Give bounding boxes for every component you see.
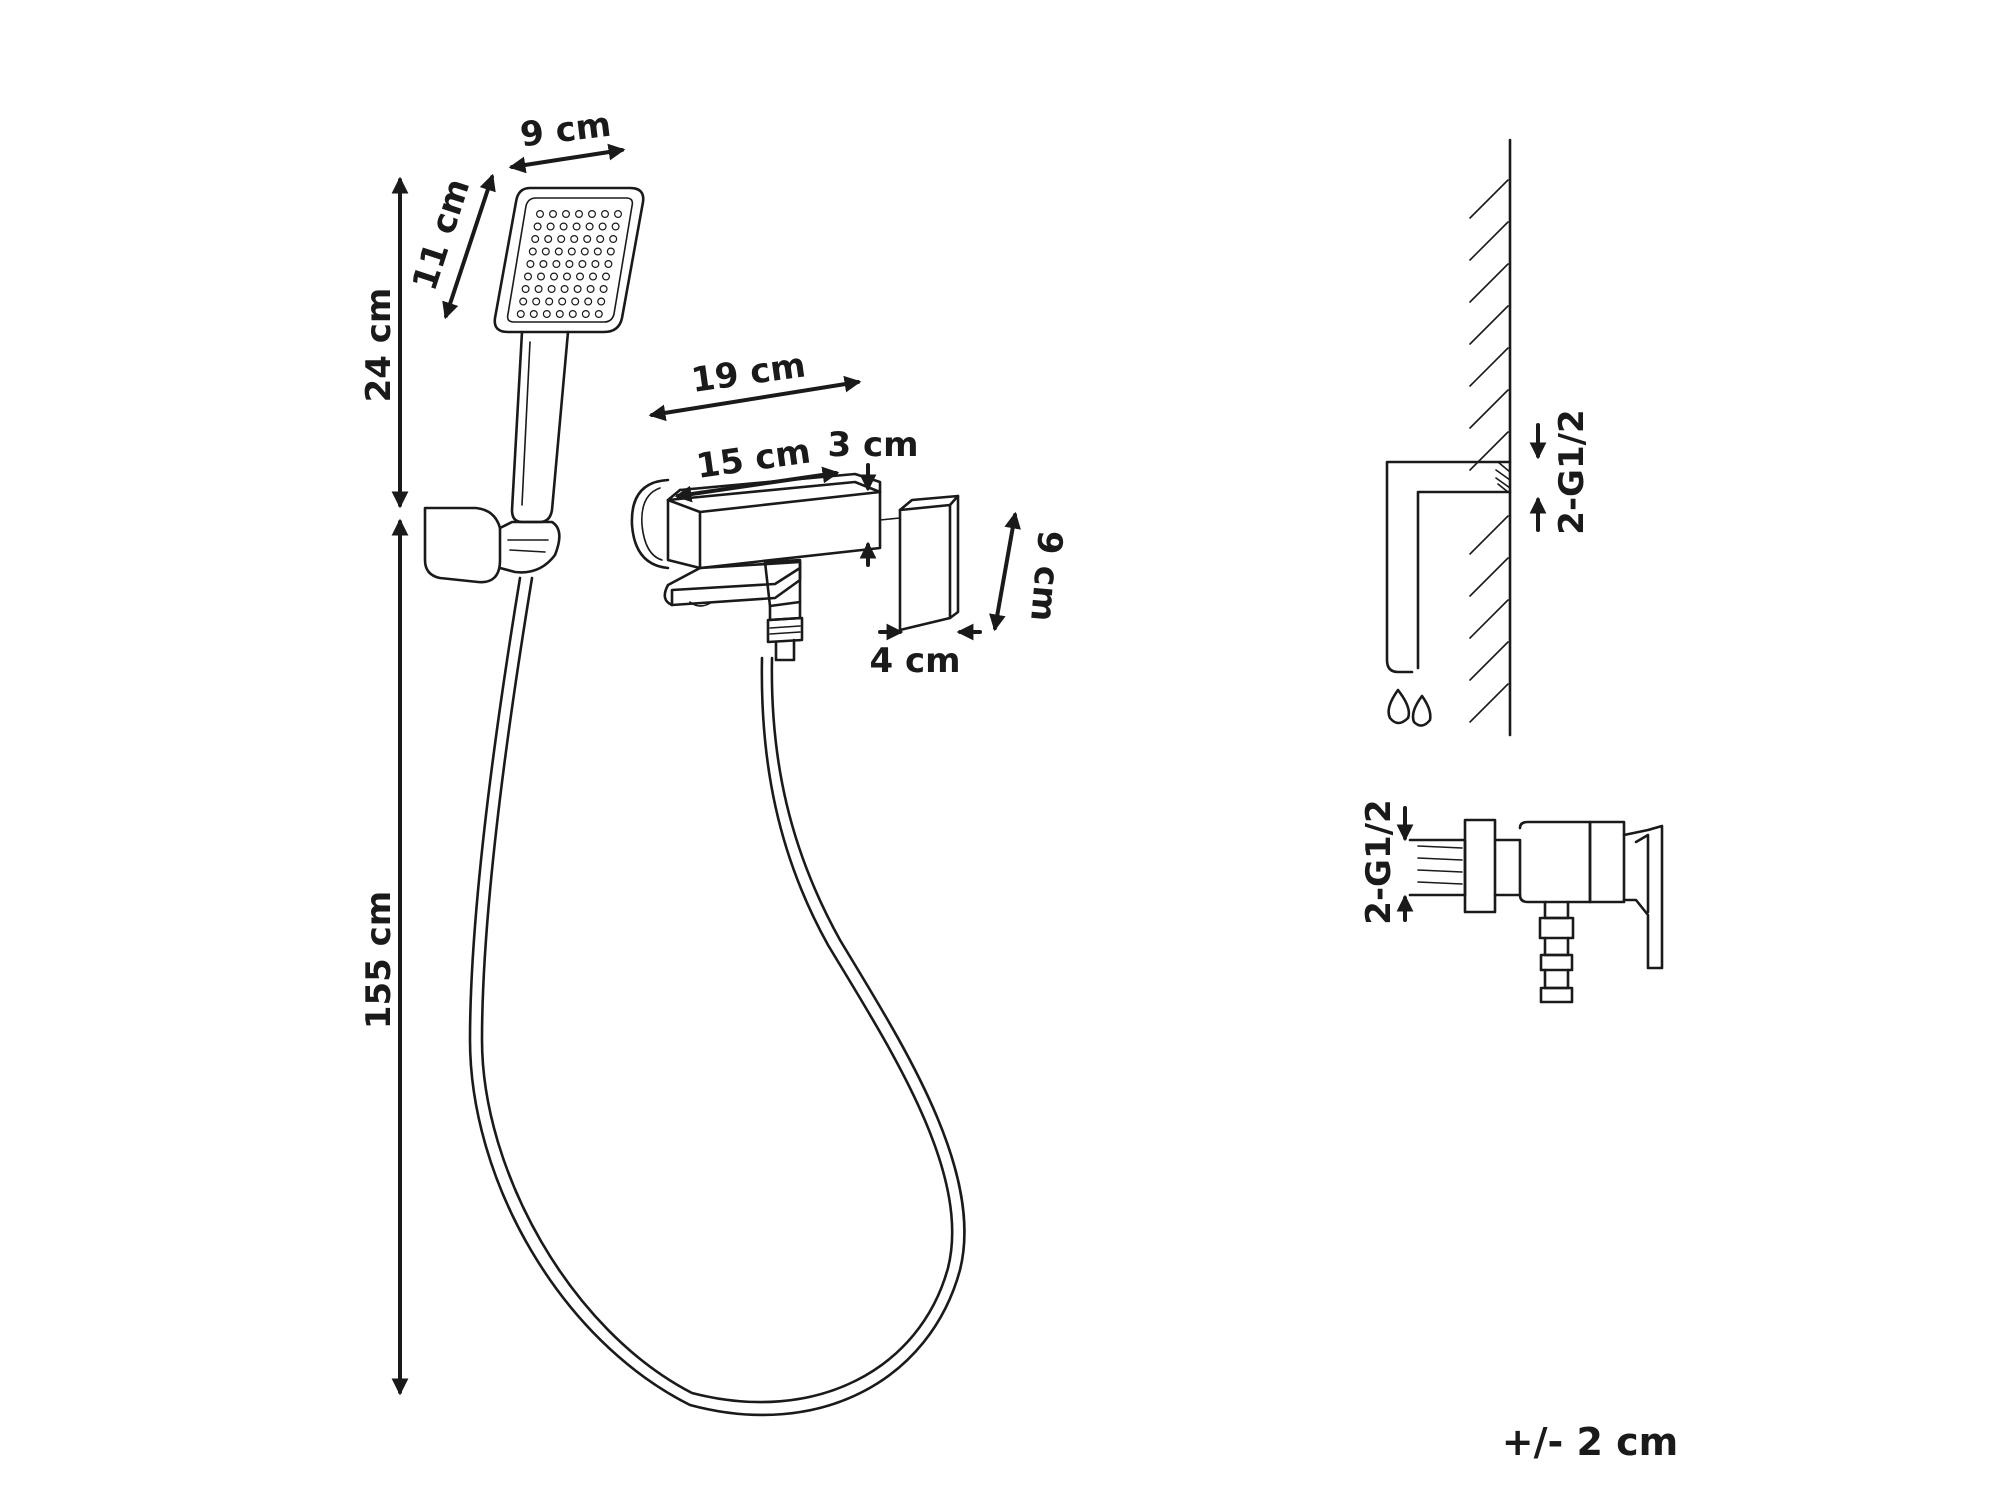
lever-thickness-label: 3 cm	[827, 425, 918, 465]
handle-length-label: 24 cm	[359, 288, 399, 403]
mixer-height-label: 9 cm	[1022, 529, 1070, 623]
mixer-tap-drawing	[630, 472, 960, 662]
hand-shower-drawing	[423, 186, 966, 1417]
head-width-label: 9 cm	[518, 105, 613, 156]
shower-nozzles	[516, 210, 622, 319]
lever-depth-label: 4 cm	[869, 641, 960, 681]
mixer-thread-label: 2-G1/2	[1359, 799, 1399, 924]
dimension-lines	[391, 143, 1021, 1396]
tolerance-label: +/- 2 cm	[1502, 1420, 1679, 1464]
wall-connection-drawing	[1385, 138, 1547, 737]
head-height-label: 11 cm	[405, 174, 478, 295]
mixer-thread-drawing	[1396, 806, 1664, 1004]
wall-thread-label: 2-G1/2	[1552, 409, 1592, 534]
hose-length-label: 155 cm	[359, 891, 399, 1029]
